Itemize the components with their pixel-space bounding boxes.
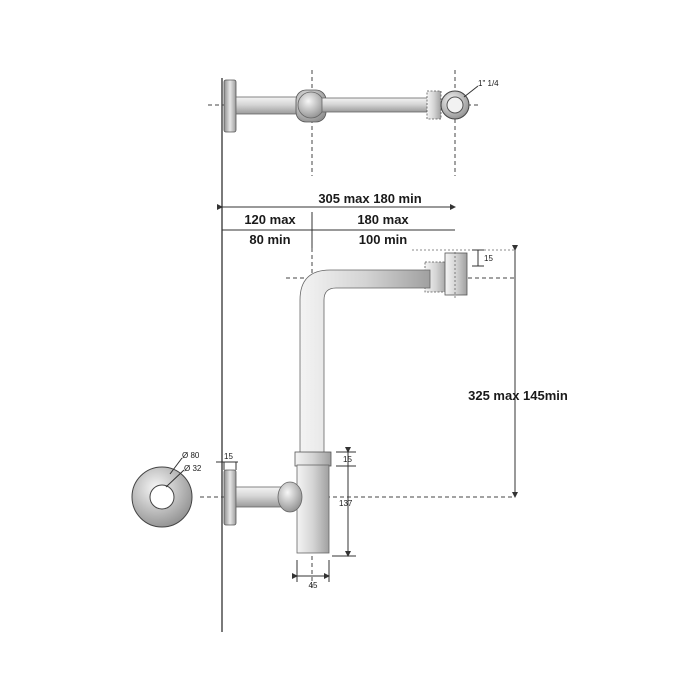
total-depth-label: 305 max 180 min [318, 191, 421, 206]
rosette: Ø 80 Ø 32 [131, 451, 202, 528]
rosette-inner-diameter: Ø 32 [184, 464, 202, 473]
side-wall-flange [223, 469, 237, 526]
inlet-offset-label: 15 [484, 254, 493, 263]
trap-nut [294, 451, 332, 467]
trap-body [296, 464, 330, 554]
thread-label: 1" 1/4 [478, 79, 499, 88]
top-view: 1" 1/4 [208, 70, 499, 176]
center-to-inlet-min: 100 min [359, 232, 407, 247]
top-wall-flange [223, 79, 237, 133]
horizontal-dimensions: 305 max 180 min 120 max 80 min 180 max 1… [217, 191, 456, 248]
rosette-inner [149, 484, 175, 510]
height-range-label: 325 max 145min [468, 388, 568, 403]
top-nut [426, 90, 442, 120]
top-stub-pipe [235, 96, 299, 115]
vertical-dimensions: 15 325 max 145min 15 137 45 15 [216, 245, 568, 590]
inlet-collar [444, 252, 468, 296]
rosette-outer-diameter: Ø 80 [182, 451, 200, 460]
side-view [200, 248, 515, 590]
center-to-inlet-max: 180 max [357, 212, 409, 227]
trap-width-label: 45 [309, 581, 318, 590]
side-outlet-ball [277, 481, 303, 513]
trap-height-label: 137 [339, 499, 353, 508]
elbow-pipe [299, 269, 431, 461]
wall-to-center-min: 80 min [249, 232, 290, 247]
top-horizontal-pipe [321, 97, 431, 113]
wall-to-center-max: 120 max [244, 212, 296, 227]
flange-thickness-label: 15 [224, 452, 233, 461]
